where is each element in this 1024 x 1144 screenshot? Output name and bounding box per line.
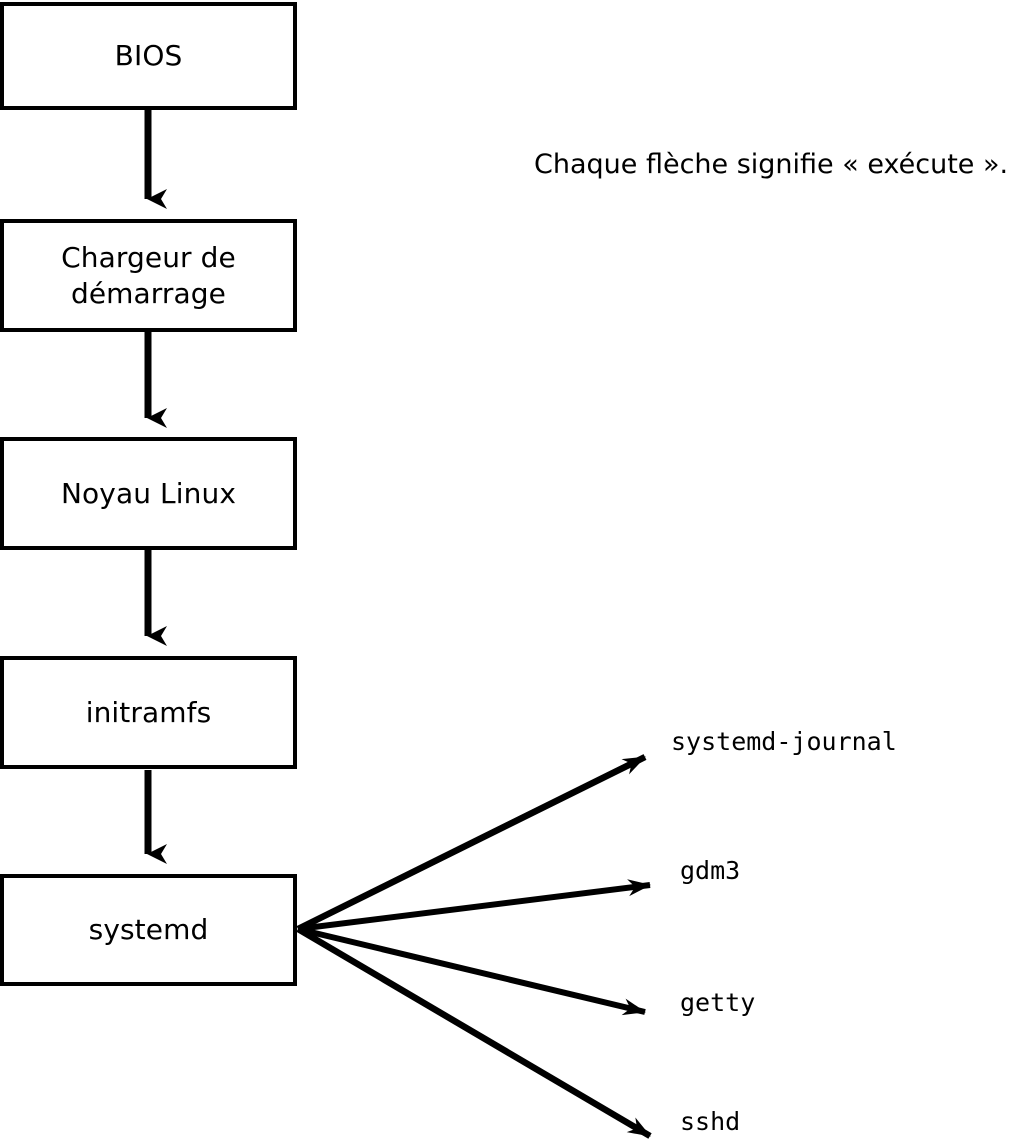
fanout-arrow-getty	[297, 926, 646, 1016]
node-bios: BIOS	[0, 2, 297, 110]
node-initramfs: initramfs	[0, 656, 297, 769]
service-label-systemd-journal: systemd-journal	[671, 727, 897, 756]
node-kernel: Noyau Linux	[0, 437, 297, 550]
fanout-arrow-gdm3	[297, 879, 651, 932]
node-kernel-label: Noyau Linux	[61, 476, 236, 510]
node-systemd: systemd	[0, 874, 297, 986]
service-label-getty: getty	[680, 988, 756, 1017]
service-label-sshd: sshd	[680, 1107, 741, 1136]
fanout-arrow-sshd	[296, 926, 652, 1139]
node-initramfs-label: initramfs	[85, 695, 212, 729]
node-systemd-label: systemd	[88, 913, 209, 947]
service-label-gdm3: gdm3	[680, 856, 741, 885]
node-bootloader-label: Chargeur de démarrage	[61, 240, 236, 310]
fanout-arrow-systemd-journal	[296, 754, 647, 932]
arrow-legend-annotation: Chaque flèche signifie « exécute ».	[534, 149, 1009, 180]
node-bios-label: BIOS	[114, 39, 183, 73]
node-bootloader: Chargeur de démarrage	[0, 219, 297, 332]
